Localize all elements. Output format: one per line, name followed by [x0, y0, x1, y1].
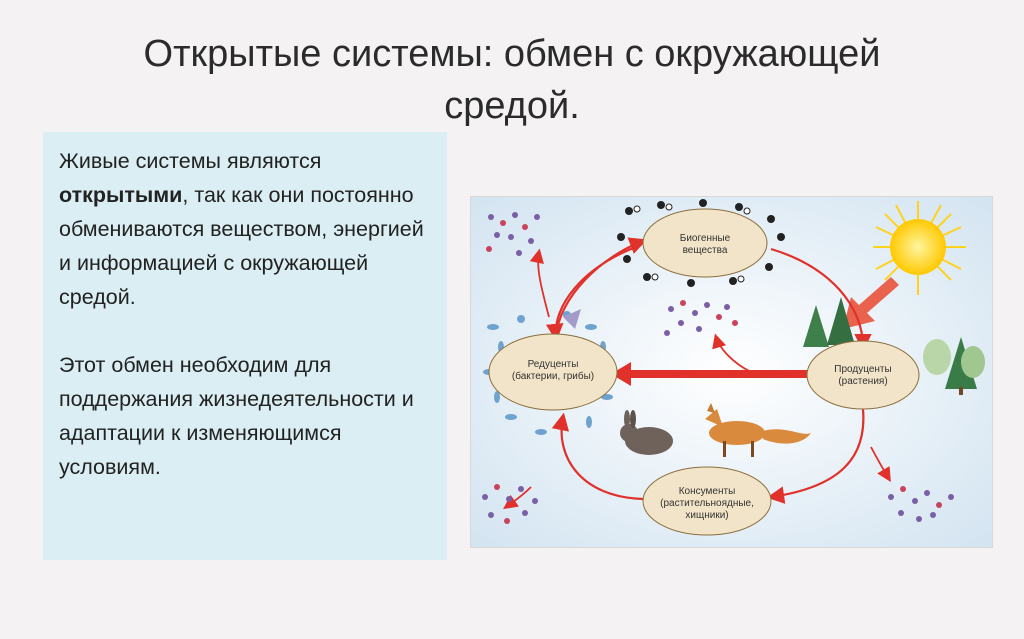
fox-icon: [705, 403, 811, 457]
paragraph-2: Этот обмен необходим для поддержания жиз…: [59, 353, 414, 479]
cycle-arrows: [545, 237, 872, 504]
reducers-label-2: (бактерии, грибы): [512, 370, 594, 382]
paragraph-1: Живые системы являются открытыми, так ка…: [59, 144, 433, 314]
ecosystem-diagram-svg: Биогенные вещества Редуценты (бактерии, …: [471, 197, 992, 547]
consumers-label-3: хищники): [685, 510, 728, 521]
p1-text-start: Живые системы являются: [59, 149, 322, 173]
rabbit-icon: [620, 410, 673, 455]
consumers-label-2: (растительноядные,: [660, 498, 754, 509]
producers-label-1: Продуценты: [834, 364, 891, 375]
molecule-cluster-top-left: [486, 212, 540, 256]
text-block: Живые системы являются открытыми, так ка…: [43, 132, 447, 560]
node-consumers: Консументы (растительноядные, хищники): [642, 466, 772, 536]
ecosystem-diagram: Биогенные вещества Редуценты (бактерии, …: [470, 196, 993, 548]
sun-icon: [873, 201, 966, 295]
molecule-cluster-bottom-left: [482, 484, 538, 524]
title-line-1: Открытые системы: обмен с окружающей: [143, 33, 881, 75]
emission-arrows: [503, 248, 891, 510]
molecule-cluster-center: [664, 300, 738, 336]
node-producers: Продуценты (растения): [806, 340, 920, 410]
p1-text-end: , так как они постоянно обмениваются вещ…: [59, 183, 424, 309]
slide-title: Открытые системы: обмен с окружающей сре…: [60, 28, 964, 132]
biogenic-label-1: Биогенные: [680, 233, 731, 244]
reducers-label-1: Редуценты: [528, 359, 579, 370]
consumers-label-1: Консументы: [679, 486, 736, 497]
p1-bold-term: открытыми: [59, 183, 183, 207]
node-reducers: Редуценты (бактерии, грибы): [488, 333, 618, 411]
molecule-cluster-bottom-right: [888, 486, 954, 522]
biogenic-label-2: вещества: [683, 245, 728, 256]
producers-to-reducers-arrow: [611, 362, 811, 386]
trees-icon: [803, 297, 985, 395]
node-biogenic: Биогенные вещества: [642, 208, 768, 278]
title-line-2: средой.: [444, 85, 580, 127]
biogenic-molecules: [617, 199, 785, 287]
producers-label-2: (растения): [838, 376, 887, 387]
